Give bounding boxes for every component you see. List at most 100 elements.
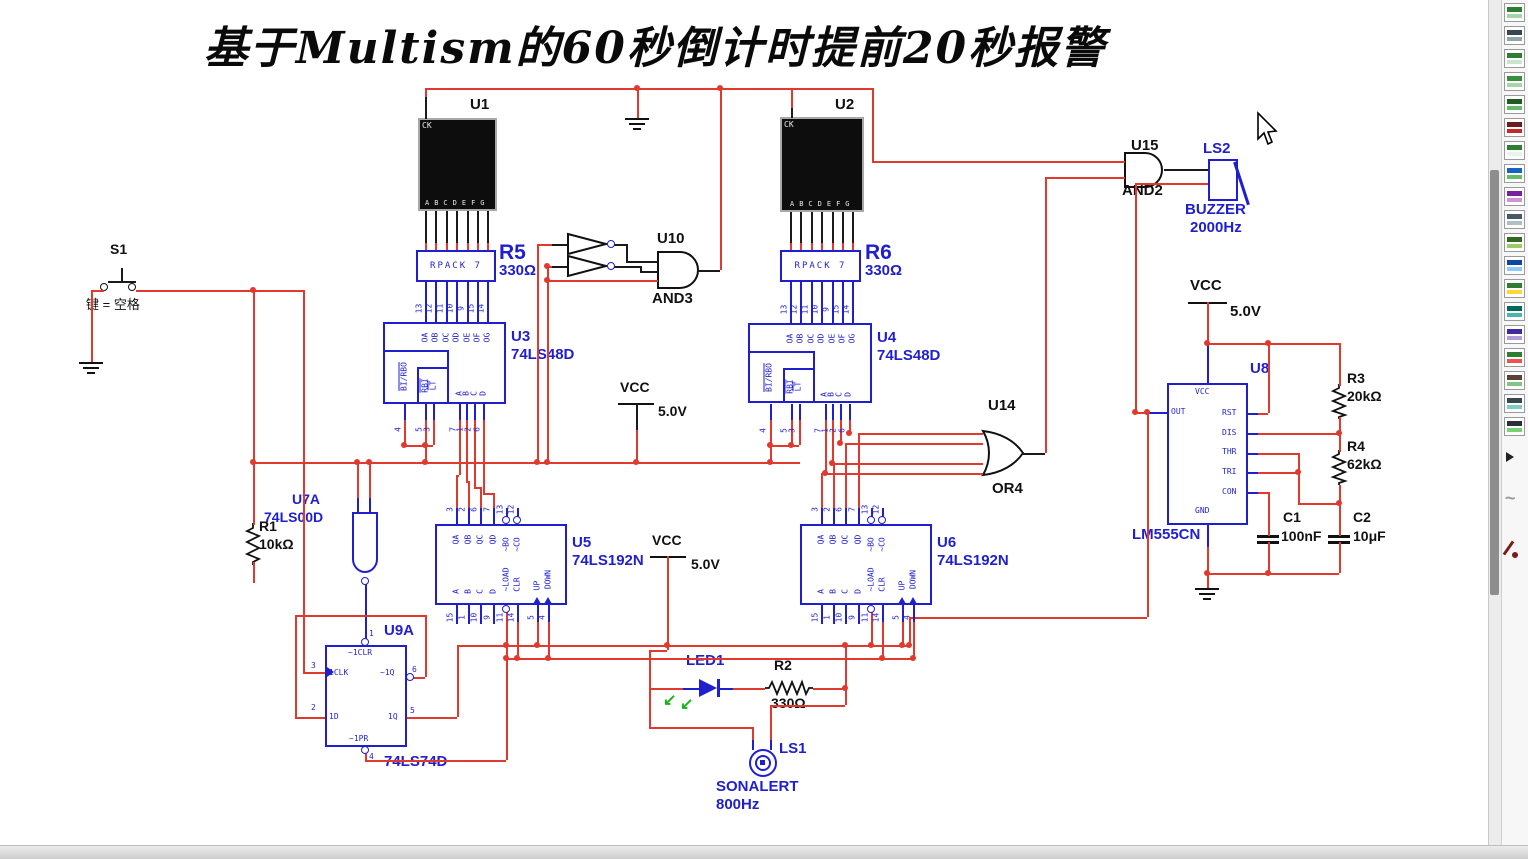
pin-bubble — [878, 516, 886, 524]
wire-segment — [253, 462, 800, 464]
component-toolbar-icon-6[interactable] — [1504, 118, 1525, 137]
wire-segment — [858, 508, 860, 524]
component-toolbar-icon-19[interactable] — [1504, 417, 1525, 436]
component-toolbar-icon-14[interactable] — [1504, 302, 1525, 321]
lasso-tool-icon[interactable]: ~ — [1505, 488, 1516, 508]
wire-segment — [791, 108, 793, 118]
wire-segment — [882, 622, 884, 658]
wire-segment — [1268, 343, 1270, 413]
component-toolbar-icon-16[interactable] — [1504, 348, 1525, 367]
component-toolbar-icon-10[interactable] — [1504, 210, 1525, 229]
chip-u9a-74ls74[interactable] — [325, 645, 407, 747]
wire-segment — [832, 212, 834, 243]
seven-segment-display-u2[interactable]: CK ABCDEFG — [780, 117, 864, 212]
rpack-r5[interactable]: RPACK 7 — [416, 250, 496, 282]
component-toolbar-icon-2[interactable] — [1504, 26, 1525, 45]
r1-value-label: 10kΩ — [259, 536, 294, 552]
wire-segment — [649, 650, 667, 652]
wire-segment — [791, 420, 793, 445]
component-toolbar-icon-5[interactable] — [1504, 95, 1525, 114]
capacitor-c1[interactable] — [1257, 535, 1279, 538]
wire-segment — [480, 508, 482, 524]
wire-segment — [425, 445, 427, 462]
component-toolbar-icon-1[interactable] — [1504, 3, 1525, 22]
scrollbar-thumb[interactable] — [1490, 170, 1499, 595]
wire-segment — [821, 212, 823, 243]
component-toolbar-icon-11[interactable] — [1504, 233, 1525, 252]
resistor-r3[interactable] — [1330, 384, 1348, 419]
wire-segment — [649, 688, 683, 690]
schematic-title: 基于Multism的60秒倒计时提前20秒报警 — [203, 23, 1107, 74]
wire-segment — [637, 88, 639, 118]
component-toolbar-icon-12[interactable] — [1504, 256, 1525, 275]
switch-s1-contact[interactable] — [128, 283, 136, 291]
chip-u6-74ls192[interactable] — [800, 524, 932, 605]
wire-segment — [833, 605, 835, 624]
seven-segment-display-u1[interactable]: CK ABCDEFG — [418, 118, 497, 211]
u7a-ref-label: U7A — [292, 491, 321, 507]
wire-segment — [1164, 169, 1208, 171]
resistor-r2[interactable] — [765, 679, 813, 697]
junction-dot — [879, 655, 885, 661]
junction-dot — [534, 642, 540, 648]
u1-ref-label: U1 — [470, 96, 490, 113]
wire-segment — [1135, 183, 1137, 412]
u6-part-label: 74LS192N — [937, 552, 1009, 569]
led1[interactable] — [699, 679, 717, 697]
wire-segment — [474, 420, 476, 487]
switch-s1-contact[interactable] — [100, 283, 108, 291]
and2-gate-u15[interactable] — [1123, 151, 1171, 189]
chip-u3-74ls48[interactable] — [383, 322, 506, 404]
component-toolbar-icon-17[interactable] — [1504, 371, 1525, 390]
buzzer-ls2[interactable] — [1208, 159, 1238, 201]
display-segment-pins-label: ABCDEFG — [790, 200, 855, 208]
chip-u8-lm555[interactable] — [1167, 383, 1248, 525]
component-toolbar-icon-8[interactable] — [1504, 164, 1525, 183]
nand-gate-u7a[interactable] — [350, 511, 380, 583]
wire-segment — [1207, 547, 1209, 588]
wire-segment — [404, 420, 406, 445]
wire-segment — [1339, 503, 1341, 536]
resistor-r4[interactable] — [1330, 450, 1348, 485]
component-toolbar-icon-9[interactable] — [1504, 187, 1525, 206]
wire-segment — [649, 727, 752, 729]
inverter-gate-1[interactable] — [566, 232, 618, 256]
pin-label: ~1PR — [349, 734, 369, 743]
wire-segment — [456, 243, 458, 250]
pin-label: 10 — [469, 612, 479, 623]
chip-u5-74ls192[interactable] — [435, 524, 567, 605]
wire-segment — [733, 688, 765, 690]
wire-segment — [487, 243, 489, 250]
resistor-r1[interactable] — [244, 523, 262, 565]
junction-dot — [422, 459, 428, 465]
junction-dot — [846, 430, 852, 436]
wire-segment — [720, 88, 722, 270]
rpack-r6[interactable]: RPACK 7 — [780, 250, 861, 282]
wire-segment — [825, 420, 827, 473]
wire-segment — [457, 645, 459, 717]
component-toolbar-icon-7[interactable] — [1504, 141, 1525, 160]
wire-segment — [833, 463, 835, 508]
or4-gate-u14[interactable] — [979, 429, 1027, 477]
wire-segment — [506, 658, 913, 660]
chip-u4-74ls48[interactable] — [748, 323, 872, 403]
expand-toolbar-icon[interactable] — [1506, 452, 1514, 462]
component-toolbar-icon-4[interactable] — [1504, 72, 1525, 91]
component-toolbar-icon-15[interactable] — [1504, 325, 1525, 344]
junction-dot — [1295, 469, 1301, 475]
wire-segment — [832, 243, 834, 250]
component-toolbar-icon-18[interactable] — [1504, 394, 1525, 413]
capacitor-c2[interactable] — [1328, 535, 1350, 538]
sonalert-ls1-core — [760, 760, 765, 765]
wire-segment — [821, 282, 823, 323]
pin-label: 1Q — [388, 712, 398, 721]
u15-part-label: AND2 — [1122, 182, 1163, 199]
component-toolbar-icon-3[interactable] — [1504, 49, 1525, 68]
component-toolbar-icon-13[interactable] — [1504, 279, 1525, 298]
inverter-gate-2[interactable] — [566, 254, 618, 278]
junction-dot — [1265, 340, 1271, 346]
r5-value-label: 330Ω — [499, 262, 537, 279]
up-arrow-icon — [898, 597, 906, 604]
junction-dot — [906, 642, 912, 648]
and3-gate-u10[interactable] — [656, 250, 704, 290]
